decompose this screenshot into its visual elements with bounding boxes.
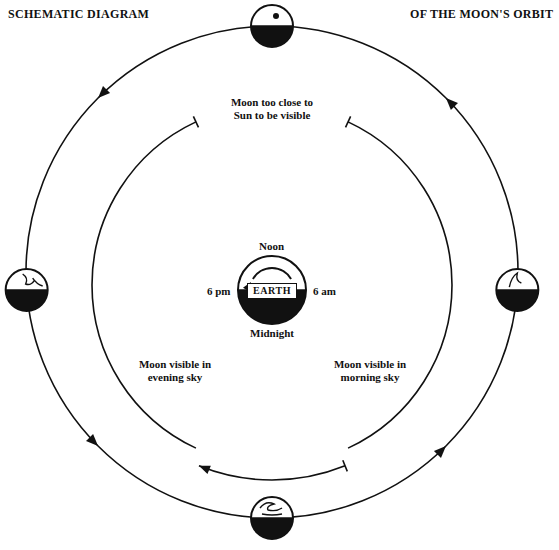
moon-symbol-dark — [251, 26, 293, 47]
orbit-arrowhead — [86, 434, 98, 446]
visibility-arc — [92, 122, 196, 448]
orbit-arrowhead — [446, 98, 458, 110]
orbit-arrowhead — [98, 86, 110, 98]
moon-crater — [273, 13, 279, 19]
region-note: Moon visible in morning sky — [318, 358, 422, 384]
orbit-arrowhead — [434, 446, 446, 458]
arc-arrowhead — [199, 466, 211, 474]
region-note: Moon visible in evening sky — [123, 358, 227, 384]
moon-symbol-dark — [251, 518, 293, 539]
moon-symbol — [6, 269, 48, 311]
visibility-arc — [199, 466, 345, 480]
rotation-arrow — [253, 268, 291, 279]
arc-end-tick — [193, 116, 198, 127]
moon-symbol-dark — [496, 290, 538, 311]
time-label: 6 pm — [207, 285, 231, 298]
moon-surface — [509, 273, 521, 287]
moon-symbol-terminator — [251, 25, 293, 27]
moon-symbol-terminator — [251, 517, 293, 519]
moon-symbol-terminator — [6, 289, 48, 291]
moon-surface — [260, 503, 282, 515]
earth-symbol-lit — [238, 256, 306, 324]
moon-symbol-dark — [6, 290, 48, 311]
time-label: Noon — [259, 240, 284, 253]
moon-symbol-terminator — [496, 289, 538, 291]
moon-symbol-lit — [6, 269, 48, 311]
earth-symbol — [238, 256, 306, 324]
earth-label: EARTH — [253, 285, 291, 297]
arc-end-tick — [343, 460, 347, 471]
orbit-circle — [26, 26, 518, 518]
arc-end-tick — [346, 116, 351, 127]
moon-symbol-lit — [251, 497, 293, 539]
moon-symbol-lit — [251, 5, 293, 47]
moon-symbol — [251, 497, 293, 539]
region-note: Moon too close to Sun to be visible — [226, 96, 318, 122]
earth-label-box: EARTH — [247, 283, 297, 299]
time-label: Midnight — [250, 327, 294, 340]
moon-symbol — [496, 269, 538, 311]
time-label: 6 am — [313, 285, 336, 298]
moon-symbol — [251, 5, 293, 47]
diagram-title: OF THE MOON'S ORBIT — [410, 8, 553, 21]
moon-surface — [23, 274, 43, 286]
diagram-title: SCHEMATIC DIAGRAM — [8, 8, 149, 21]
moon-symbol-lit — [496, 269, 538, 311]
visibility-arc — [348, 122, 452, 448]
